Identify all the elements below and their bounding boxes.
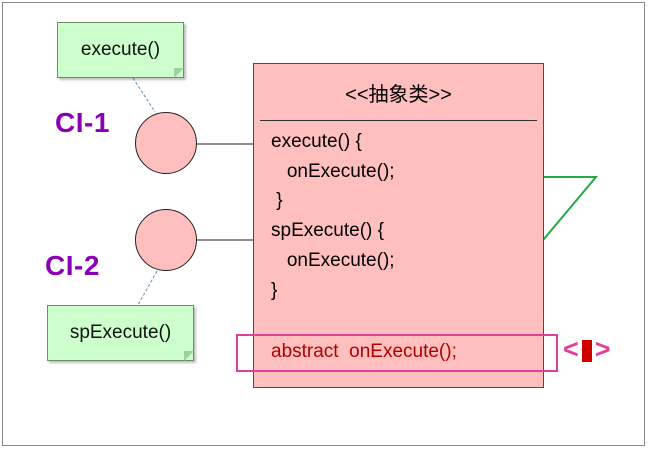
note-execute-label: execute() xyxy=(80,39,161,60)
code-line: onExecute(); xyxy=(271,250,395,271)
code-line: onExecute(); xyxy=(271,161,395,182)
code-line: } xyxy=(271,190,283,211)
abstract-method: abstract onExecute(); xyxy=(271,341,457,362)
note-link-ci1 xyxy=(132,77,156,113)
ci-2-label: CI-2 xyxy=(45,250,100,281)
ci-1-label: CI-1 xyxy=(55,107,110,138)
note-spexecute-label: spExecute() xyxy=(69,322,172,343)
marker-left: < xyxy=(563,334,579,364)
interface-circle-ci1 xyxy=(135,112,197,174)
code-line: spExecute() { xyxy=(271,220,384,241)
i-block-icon xyxy=(581,339,592,362)
abstract-method-highlight xyxy=(236,334,558,372)
note-fold xyxy=(174,68,184,78)
interface-marker: < > xyxy=(563,334,611,365)
note-link-ci2 xyxy=(137,270,158,306)
note-execute: execute() xyxy=(57,22,184,78)
code-line: execute() { xyxy=(271,131,362,152)
class-divider xyxy=(260,120,537,121)
note-fold xyxy=(184,351,194,361)
class-title: <<抽象类>> xyxy=(345,83,452,106)
marker-right: > xyxy=(594,334,611,364)
abstract-class-box: <<抽象类>> xyxy=(253,63,544,388)
code-line: } xyxy=(271,280,278,301)
note-spexecute: spExecute() xyxy=(47,305,194,361)
interface-circle-ci2 xyxy=(135,209,197,271)
